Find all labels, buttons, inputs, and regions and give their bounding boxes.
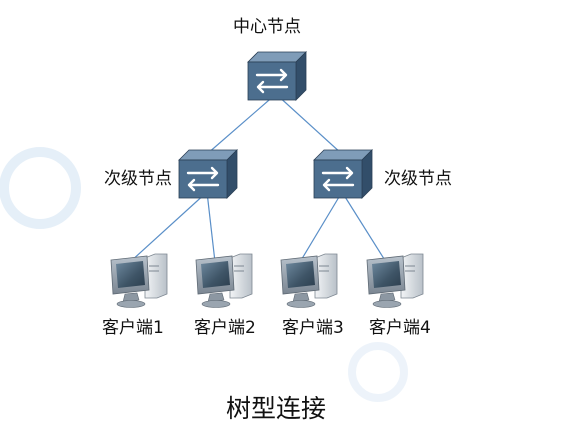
watermark-layer (0, 147, 408, 402)
secondary-node-label-right: 次级节点 (384, 169, 452, 189)
monitor-stand (122, 292, 140, 303)
secondary-node-label-left: 次级节点 (104, 169, 172, 189)
client-label-2: 客户端2 (194, 318, 256, 338)
monitor-stand (378, 292, 396, 303)
pc-tower (229, 253, 253, 299)
client-label-3: 客户端3 (282, 318, 344, 338)
pc-tower (144, 253, 168, 299)
client-computer-2 (195, 253, 253, 308)
client-computer-1 (110, 253, 168, 308)
switch-front-face (178, 159, 228, 199)
monitor-screen (201, 261, 230, 288)
monitor-base (286, 300, 316, 308)
switch-front-face (247, 61, 297, 101)
watermark-logo-center (348, 342, 408, 402)
monitor-screen (116, 261, 145, 288)
link-line-center-to-secondary_right (275, 93, 343, 155)
secondary-switch-right (313, 149, 373, 199)
link-line-secondary_left-to-client_2 (206, 191, 216, 263)
link-lines (129, 93, 387, 263)
client-label-4: 客户端4 (369, 318, 431, 338)
pc-tower (400, 253, 424, 299)
arrow-right-icon (186, 166, 219, 180)
center-switch (247, 51, 307, 101)
monitor-base (372, 300, 402, 308)
arrow-right-icon (321, 166, 354, 180)
monitor-base (116, 300, 146, 308)
link-line-secondary_right-to-client_3 (299, 191, 343, 263)
arrow-left-icon (322, 178, 355, 192)
center-node-label: 中心节点 (233, 17, 301, 37)
monitor-base (201, 300, 231, 308)
arrow-left-icon (256, 80, 289, 94)
diagram-caption: 树型连接 (226, 394, 327, 423)
switch-front-face (313, 159, 363, 199)
arrow-left-icon (187, 178, 220, 192)
monitor-screen (372, 261, 401, 288)
watermark-logo-left (0, 147, 81, 229)
link-line-secondary_right-to-client_4 (341, 191, 387, 263)
monitor-stand (207, 292, 225, 303)
link-line-secondary_left-to-client_1 (129, 191, 208, 263)
monitor-screen (286, 261, 315, 288)
secondary-switch-left (178, 149, 238, 199)
client-label-1: 客户端1 (102, 318, 164, 338)
arrow-right-icon (255, 68, 288, 82)
pc-tower (314, 253, 338, 299)
client-computer-3 (280, 253, 338, 308)
monitor-stand (292, 292, 310, 303)
link-line-center-to-secondary_left (206, 93, 277, 155)
client-computer-4 (366, 253, 424, 308)
